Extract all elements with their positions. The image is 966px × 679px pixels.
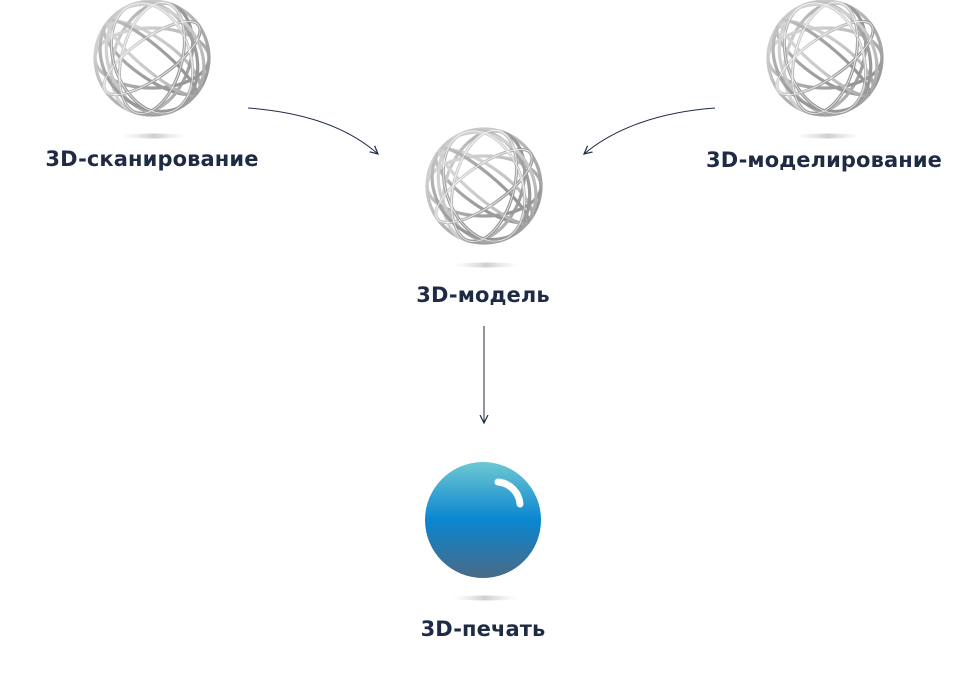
wireframe-sphere-icon	[76, 0, 228, 139]
node-label-modeling: 3D-моделирование	[705, 148, 943, 172]
wireframe-sphere-icon	[749, 0, 901, 139]
arrow-scanning-to-model	[247, 107, 378, 154]
solid-sphere-icon	[425, 462, 541, 601]
node-label-model: 3D-модель	[416, 283, 550, 307]
arrow-modeling-to-model	[584, 107, 716, 154]
wireframe-sphere-icon	[408, 109, 560, 268]
node-label-scanning: 3D-сканирование	[45, 147, 259, 171]
node-label-print: 3D-печать	[420, 617, 546, 641]
